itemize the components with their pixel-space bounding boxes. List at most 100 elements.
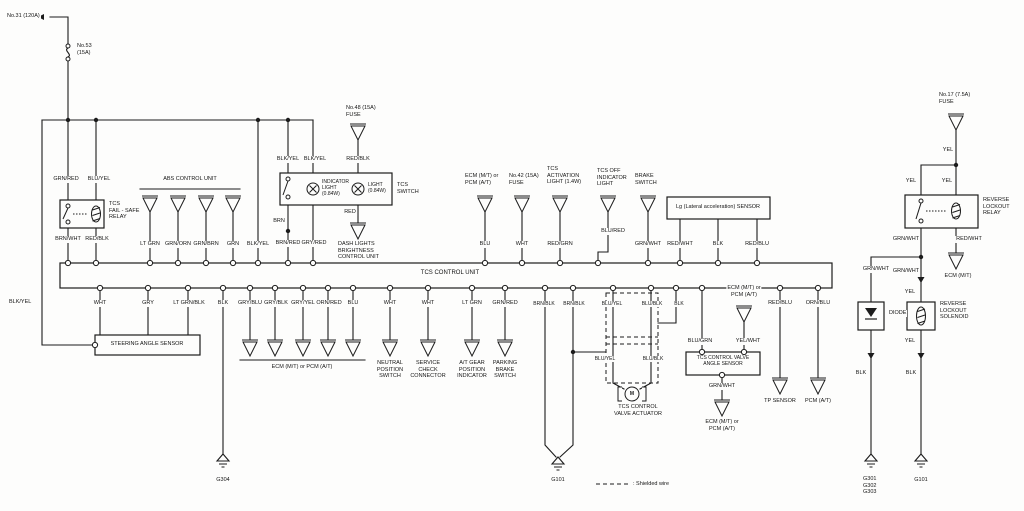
wire-label-red-blk: RED/BLK <box>345 156 371 163</box>
wire-label-wht: WHT <box>92 300 108 307</box>
wire-label-blu-red: BLU/RED <box>600 228 626 235</box>
wire-label-yel: YEL <box>903 338 917 345</box>
neutral-position-switch-label: NEUTRAL POSITION SWITCH <box>376 360 404 380</box>
wire-label-lt-grn-blk: LT GRN/BLK <box>172 300 206 307</box>
wire-label-blu-blk: BLU/BLK <box>640 301 664 307</box>
lateral-acceleration-sensor-box <box>666 196 771 220</box>
wire-label-lt-grn: LT GRN <box>461 300 483 307</box>
inline-connectors <box>38 14 925 359</box>
fuse17-connector <box>948 115 964 132</box>
tcs-fail-safe-relay-label: TCS FAIL - SAFE RELAY <box>108 201 141 221</box>
tcs-control-unit-box <box>59 262 833 289</box>
wire-label-blk-yel: BLK/YEL <box>245 241 271 248</box>
wire-label-red-wht: RED/WHT <box>955 236 983 243</box>
indicator-light-label: INDICATOR LIGHT (0.84W) <box>322 179 350 197</box>
wire-label-gry: GRY <box>141 300 155 307</box>
legend-shielded-wire: : Shielded wire <box>632 481 671 488</box>
wire-label-blu-blk: BLU/BLK <box>641 356 665 362</box>
tcs-control-unit-label: TCS CONTROL UNIT <box>420 270 480 276</box>
ground-g101-label: G101 <box>550 477 566 484</box>
wire-label-grn-orn: GRN/ORN <box>164 241 192 248</box>
fuse-terminal <box>65 43 71 49</box>
wire-label-grn-wht: GRN/WHT <box>861 266 891 273</box>
wire-label-grn-wht: GRN/WHT <box>891 268 921 275</box>
wire-label-blu-yel: BLU/YEL <box>593 356 617 362</box>
steering-angle-sensor-label: STEERING ANGLE SENSOR <box>110 341 184 347</box>
wire-label-grn-wht: GRN/WHT <box>633 241 663 248</box>
fuse-terminal <box>65 56 71 62</box>
wire-label-wht: WHT <box>420 300 436 307</box>
ecm-pcm-label: ECM (M/T) or PCM (A/T) <box>726 285 762 299</box>
wire-label-yel: YEL <box>940 178 954 185</box>
shield-outline <box>596 292 659 485</box>
wire-label-yel: YEL <box>904 178 918 185</box>
wire-label-blu-yel: BLU/YEL <box>86 176 112 183</box>
wire-label-grn-red: GRN/RED <box>491 300 519 307</box>
dash-lights-connector <box>350 224 366 241</box>
service-check-connector-label: SERVICE CHECK CONNECTOR <box>410 360 446 380</box>
relay-contact <box>62 207 69 220</box>
motor-brackets <box>617 386 647 402</box>
at-gear-position-indicator-label: A/T GEAR POSITION INDICATOR <box>457 360 487 380</box>
wire-label-blk: BLK <box>854 370 868 377</box>
wire-label-grn-wht: GRN/WHT <box>891 236 921 243</box>
wire-label-brn-blk: BRN/BLK <box>532 301 556 307</box>
ecm-mt-connector <box>948 254 964 271</box>
diode-symbol <box>865 308 877 320</box>
wire-label-orn-blu: ORN/BLU <box>804 300 832 307</box>
tp-sensor-label: TP SENSOR <box>764 398 796 404</box>
relay-contact <box>915 202 922 220</box>
wire-label-blk-yel: BLK/YEL <box>275 156 301 163</box>
wire-label-grn-red: GRN/RED <box>52 176 80 183</box>
wire-label-grn: GRN <box>225 241 241 248</box>
wire-label-gry-blu: GRY/BLU <box>236 300 264 307</box>
wire-label-gry-blk: GRY/BLK <box>263 300 289 307</box>
wire-label-brn-blk: BRN/BLK <box>562 301 586 307</box>
wire-label-red: RED <box>343 209 357 216</box>
ecm-pcm-label: ECM (M/T) or PCM (A/T) <box>464 173 500 187</box>
diode-box <box>857 301 885 331</box>
ground-g301-g303-label: G301 G302 G303 <box>862 476 878 496</box>
wire-label-gry-yel: GRY/YEL <box>290 300 316 307</box>
ground-symbols <box>215 453 929 471</box>
wire-label-red-blk: RED/BLK <box>84 236 110 243</box>
parking-brake-switch-label: PARKING BRAKE SWITCH <box>492 360 518 380</box>
ecm-mt-label: ECM (M/T) <box>944 273 972 279</box>
connector-triangles <box>142 113 964 418</box>
power-source-label: No.31 (120A) <box>6 13 41 20</box>
diode-label: DIODE <box>888 310 908 317</box>
wire-label-lt-grn: LT GRN <box>139 241 161 248</box>
abs-connectors <box>142 195 241 214</box>
fuse53-label: No.53 (15A) <box>76 43 93 57</box>
wire-label-red-blu: RED/BLU <box>744 241 770 248</box>
brake-switch-label: BRAKE SWITCH <box>634 173 658 187</box>
wire-label-red-wht: RED/WHT <box>666 241 694 248</box>
wire-label-red-blu: RED/BLU <box>767 300 793 307</box>
wire-label-brn-red: BRN/RED <box>274 240 302 247</box>
pcm-at-label: PCM (A/T) <box>805 398 831 404</box>
terminals <box>64 259 822 379</box>
ground-g101-label: G101 <box>913 477 929 484</box>
wire-label-blk: BLK <box>711 241 725 248</box>
wire-label-blk-yel: BLK/YEL <box>302 156 328 163</box>
wire-label-blk: BLK <box>904 370 918 377</box>
wire-label-blu: BLU <box>346 300 360 307</box>
fuse48-label: No.48 (15A) FUSE <box>345 105 377 119</box>
wire-label-yel: YEL <box>941 147 955 154</box>
light-label: LIGHT (0.84W) <box>368 182 386 194</box>
wire-label-grn-brn: GRN/BRN <box>192 241 220 248</box>
wire-label-yel-wht: YEL/WHT <box>734 338 762 345</box>
reverse-lockout-solenoid-label: REVERSE LOCKOUT SOLENOID <box>939 301 970 321</box>
dash-lights-brightness-label: DASH LIGHTS BRIGHTNESS CONTROL UNIT <box>337 241 381 261</box>
motor-circle <box>624 386 640 402</box>
wire-label-blk: BLK <box>216 300 230 307</box>
fuse17-label: No.17 (7.5A) FUSE <box>938 92 972 106</box>
switch-contact <box>282 180 289 196</box>
wire-label-brn: BRN <box>272 218 286 225</box>
reverse-lockout-relay-label: REVERSE LOCKOUT RELAY <box>982 197 1011 217</box>
tcs-switch-box <box>279 172 393 206</box>
wire-label-blu-yel: BLU/YEL <box>600 301 624 307</box>
wire-label-wht: WHT <box>514 241 530 248</box>
